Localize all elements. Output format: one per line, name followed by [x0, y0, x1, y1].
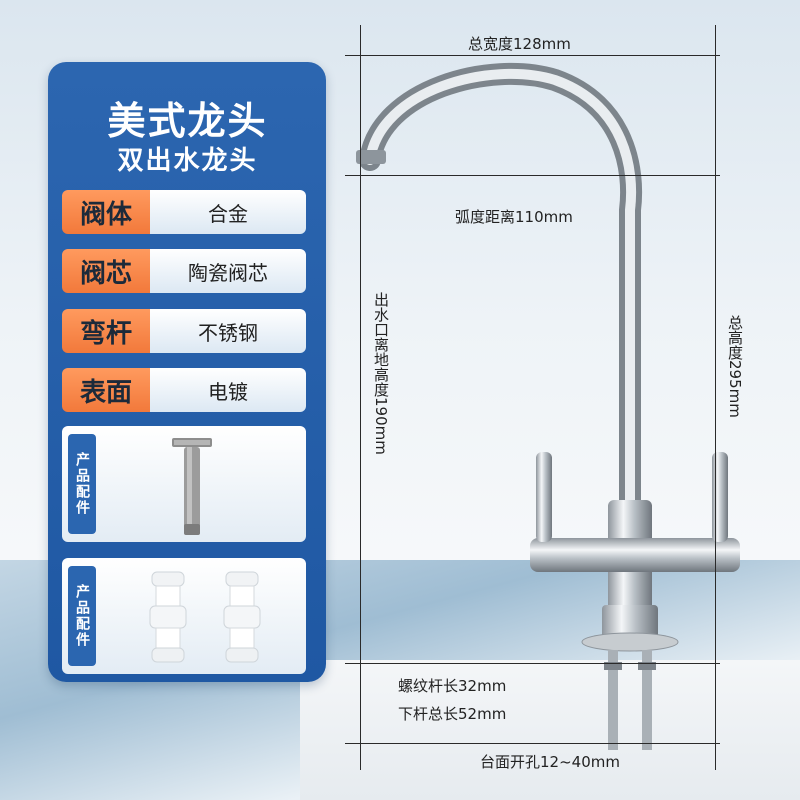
- dim-total-height: 总高度295mm: [726, 315, 744, 418]
- spec-value: 电镀: [150, 368, 306, 412]
- dim-line-counter: [345, 663, 720, 664]
- spec-key: 阀芯: [62, 249, 150, 293]
- dim-total-width: 总宽度128mm: [468, 35, 571, 53]
- dim-thread-length: 螺纹杆长32mm: [398, 677, 507, 695]
- spec-row-surface: 表面 电镀: [62, 368, 306, 412]
- spec-row-cartridge: 阀芯 陶瓷阀芯: [62, 249, 306, 293]
- spec-row-body: 阀体 合金: [62, 190, 306, 234]
- accessory-box-rod: 产品配件: [62, 426, 306, 542]
- faucet-image: [356, 62, 740, 750]
- product-subtitle: 双出水龙头: [117, 146, 258, 176]
- dim-line-bottom: [345, 743, 720, 744]
- dim-hole-size: 台面开孔12~40mm: [480, 753, 620, 771]
- spec-key: 表面: [62, 368, 150, 412]
- dim-line-right: [715, 25, 716, 770]
- extension-rod-image: [172, 438, 212, 535]
- spec-value: 合金: [150, 190, 306, 234]
- dim-line-top: [345, 55, 720, 56]
- spec-value: 不锈钢: [150, 309, 306, 353]
- product-title: 美式龙头: [107, 99, 268, 143]
- spec-key: 弯杆: [62, 309, 150, 353]
- dim-lower-rod: 下杆总长52mm: [398, 705, 507, 723]
- dim-line-left: [360, 25, 361, 770]
- accessory-label: 产品配件: [68, 566, 96, 666]
- spec-row-pipe: 弯杆 不锈钢: [62, 309, 306, 353]
- spec-key: 阀体: [62, 190, 150, 234]
- quick-connector-image: [149, 571, 261, 663]
- dim-outlet-height: 出水口离地高度190mm: [372, 292, 390, 455]
- dim-arc-distance: 弧度距离110mm: [455, 208, 573, 226]
- accessory-box-connectors: 产品配件: [62, 558, 306, 674]
- accessory-label: 产品配件: [68, 434, 96, 534]
- countertop: [300, 660, 800, 800]
- dim-line-arc: [345, 175, 720, 176]
- spec-value: 陶瓷阀芯: [150, 249, 306, 293]
